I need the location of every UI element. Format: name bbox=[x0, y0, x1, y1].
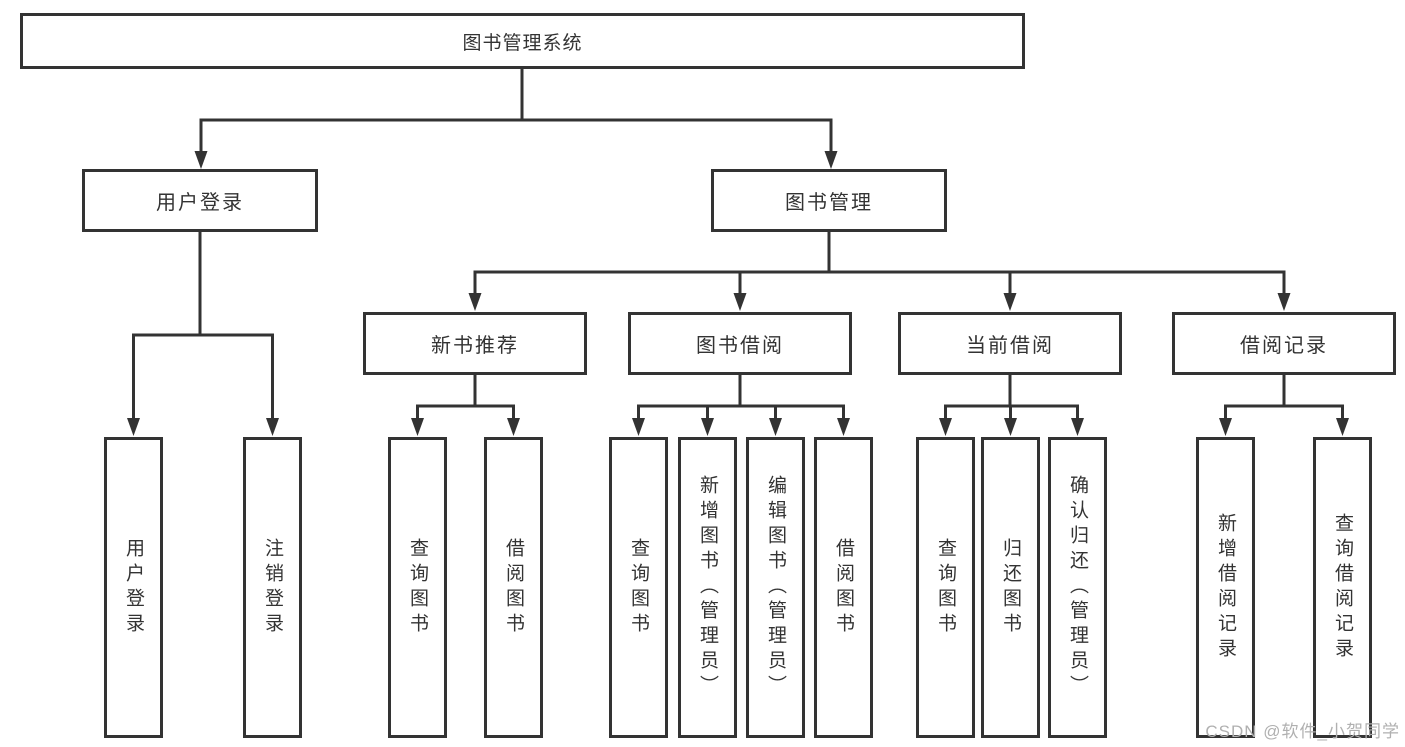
leaf-logout: 注销登录 bbox=[243, 437, 302, 738]
leaf-confirm-return-admin: 确认归还（管理员） bbox=[1048, 437, 1107, 738]
node-current-borrow: 当前借阅 bbox=[898, 312, 1122, 375]
leaf-query-books-recommend: 查询图书 bbox=[388, 437, 447, 738]
leaf-query-borrow-record: 查询借阅记录 bbox=[1313, 437, 1372, 738]
leaf-borrow-books-borrow: 借阅图书 bbox=[814, 437, 873, 738]
leaf-query-books-current: 查询图书 bbox=[916, 437, 975, 738]
leaf-return-book: 归还图书 bbox=[981, 437, 1040, 738]
leaf-borrow-books-recommend: 借阅图书 bbox=[484, 437, 543, 738]
node-user-login: 用户登录 bbox=[82, 169, 318, 232]
leaf-query-books-borrow: 查询图书 bbox=[609, 437, 668, 738]
leaf-edit-book-admin: 编辑图书（管理员） bbox=[746, 437, 805, 738]
watermark: CSDN @软件_小贺同学 bbox=[1205, 722, 1400, 741]
leaf-add-book-admin: 新增图书（管理员） bbox=[678, 437, 737, 738]
node-book-borrow: 图书借阅 bbox=[628, 312, 852, 375]
node-root: 图书管理系统 bbox=[20, 13, 1025, 69]
node-new-book-recommend: 新书推荐 bbox=[363, 312, 587, 375]
leaf-add-borrow-record: 新增借阅记录 bbox=[1196, 437, 1255, 738]
leaf-user-login: 用户登录 bbox=[104, 437, 163, 738]
node-borrow-records: 借阅记录 bbox=[1172, 312, 1396, 375]
node-book-management: 图书管理 bbox=[711, 169, 947, 232]
